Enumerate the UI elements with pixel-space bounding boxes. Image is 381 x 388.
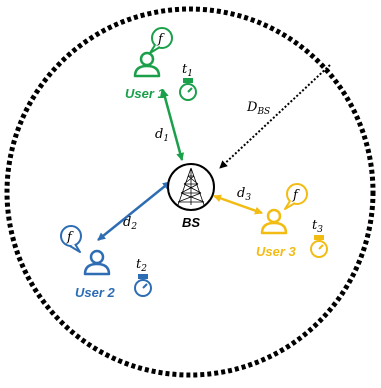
- svg-text:f: f: [292, 188, 300, 203]
- stopwatch-icon: [310, 235, 328, 258]
- user-3-label: User 3: [256, 244, 297, 259]
- speech-bubble-icon: f: [284, 183, 308, 210]
- distance-label-2: d2: [123, 215, 137, 232]
- time-label-3: t3: [312, 218, 323, 235]
- speech-bubble-icon: f: [60, 225, 82, 253]
- person-icon: [260, 208, 288, 235]
- user-2: f User 2 t2: [60, 225, 152, 300]
- svg-text:f: f: [157, 32, 165, 47]
- user-1: f User 1 t1: [125, 27, 197, 101]
- link-user-2: [97, 181, 171, 241]
- time-label-2: t2: [136, 257, 147, 274]
- time-label-1: t1: [182, 62, 193, 79]
- person-icon: [133, 51, 161, 78]
- user-2-label: User 2: [75, 285, 116, 300]
- user-1-label: User 1: [125, 86, 165, 101]
- distance-label-1: d1: [155, 127, 169, 144]
- bs-label: BS: [182, 215, 200, 230]
- speech-bubble-icon: f: [149, 27, 173, 54]
- stopwatch-icon: [134, 274, 152, 297]
- base-station: BS: [167, 163, 215, 230]
- coverage-radius-label: DBS: [246, 100, 270, 117]
- person-icon: [83, 249, 111, 276]
- link-user-1: [160, 89, 185, 161]
- user-3: f User 3 t3: [256, 183, 328, 259]
- coverage-radius-arrow: [219, 64, 331, 169]
- stopwatch-icon: [179, 78, 197, 101]
- distance-label-3: d3: [237, 186, 251, 203]
- antenna-tower-icon: [177, 167, 205, 206]
- link-user-3: [213, 194, 263, 215]
- coverage-boundary: [4, 6, 376, 378]
- svg-text:f: f: [66, 230, 74, 245]
